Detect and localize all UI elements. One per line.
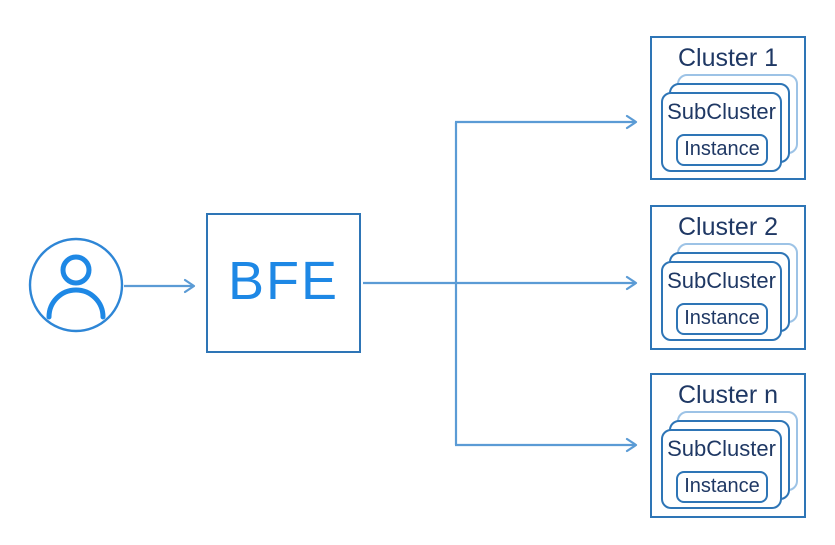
instance-label: Instance (684, 138, 760, 160)
instance-box: Instance (676, 303, 768, 335)
user-icon (28, 237, 124, 333)
subcluster-label: SubCluster (667, 436, 776, 461)
cluster-box-1: Cluster 1 SubCluster Instance (650, 36, 806, 180)
cluster-box-n: Cluster n SubCluster Instance (650, 373, 806, 518)
subcluster-label: SubCluster (667, 99, 776, 124)
cluster-box-2: Cluster 2 SubCluster Instance (650, 205, 806, 350)
instance-label: Instance (684, 475, 760, 497)
instance-box: Instance (676, 134, 768, 166)
subcluster-box: SubCluster Instance (661, 92, 782, 172)
instance-label: Instance (684, 307, 760, 329)
cluster-title: Cluster 2 (677, 213, 779, 241)
bfe-label: BFE (227, 251, 340, 311)
subcluster-label: SubCluster (667, 268, 776, 293)
bfe-box: BFE (206, 213, 361, 353)
cluster-title: Cluster 1 (677, 44, 779, 72)
subcluster-box: SubCluster Instance (661, 429, 782, 509)
subcluster-box: SubCluster Instance (661, 261, 782, 341)
instance-box: Instance (676, 471, 768, 503)
cluster-title: Cluster n (677, 381, 779, 409)
